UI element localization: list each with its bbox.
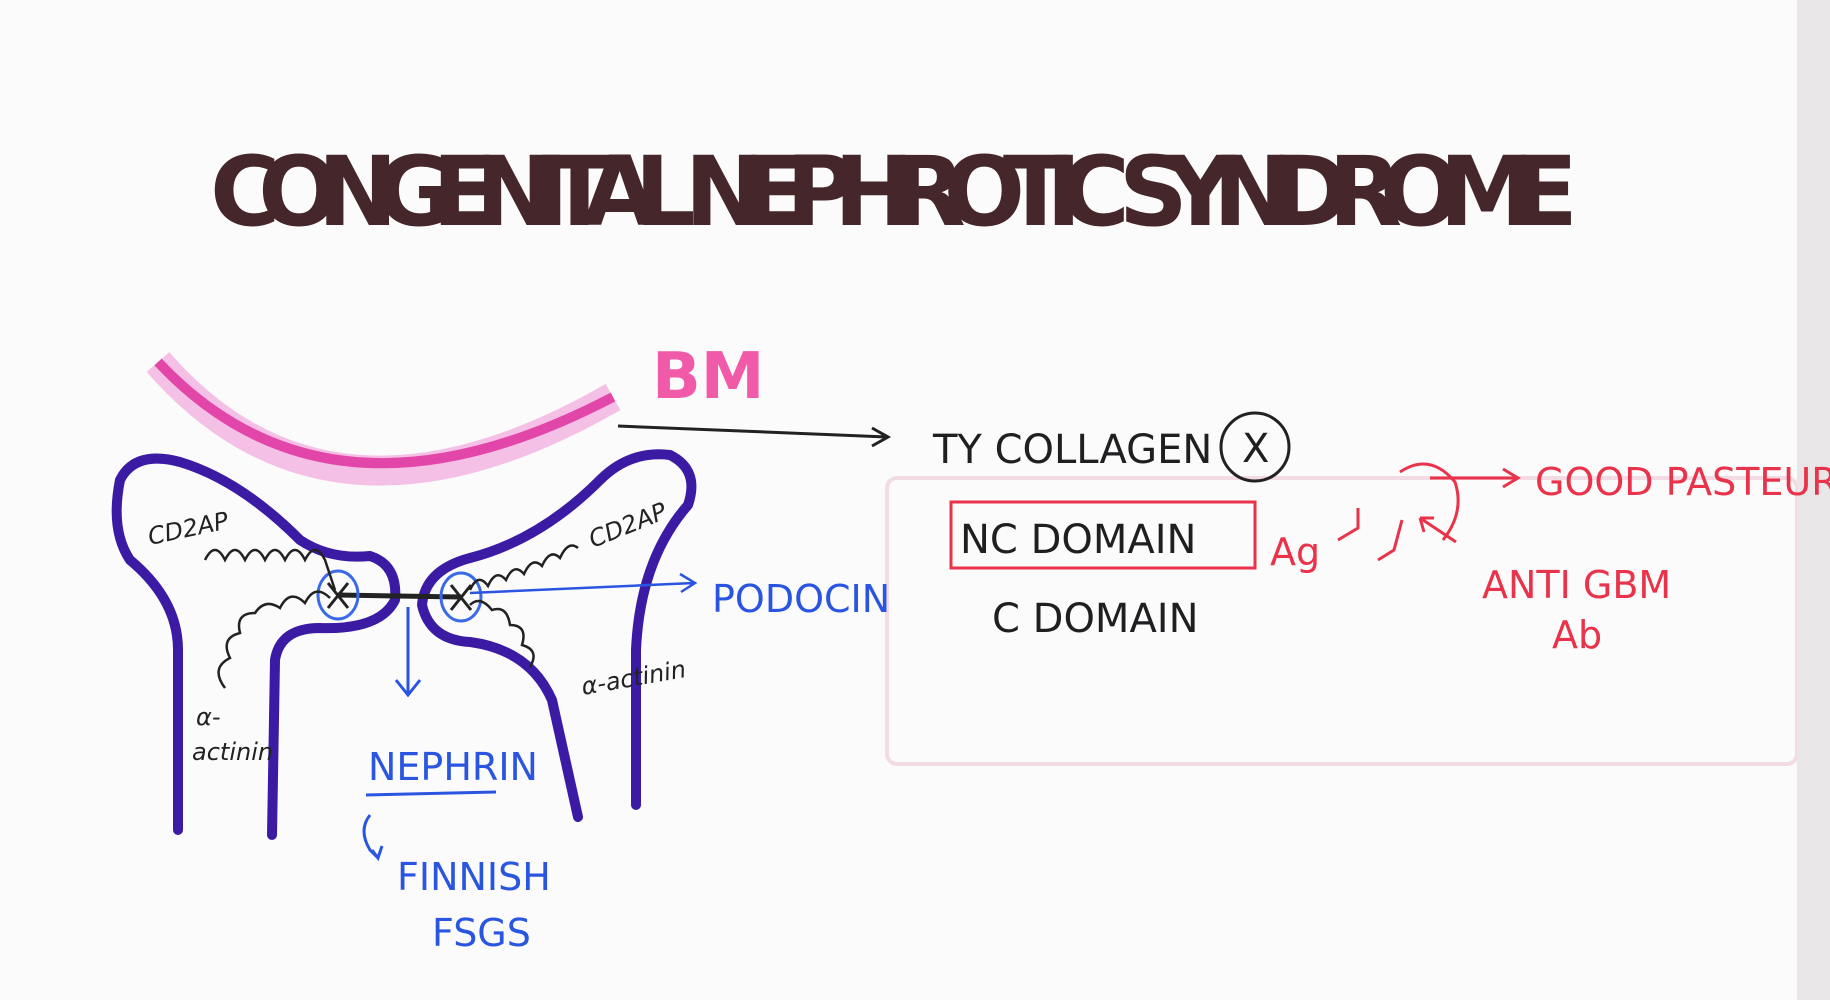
nc-domain-box [949, 500, 1257, 570]
actinin-squiggle-left [217, 590, 331, 689]
good-pasteur-label: GOOD PASTEUR [1535, 460, 1830, 504]
podocin-label: PODOCIN [712, 577, 890, 621]
podocyte-right [417, 449, 697, 822]
antibody-icon [1337, 462, 1460, 562]
actinin-label-left-1: α- [196, 703, 220, 731]
arrow-to-nephrin [394, 607, 422, 698]
podocin-circle-right [439, 571, 483, 623]
cross-marks [326, 582, 473, 611]
hook-arrow [362, 814, 384, 862]
page-title: CONGENITAL NEPHROTIC SYNDROME [210, 136, 1580, 248]
fsgs-label: FSGS [432, 911, 531, 955]
podocin-circle-left [316, 569, 360, 621]
arrow-to-podocin [469, 572, 698, 595]
page-edge [1797, 0, 1830, 1000]
finnish-label: FINNISH [397, 855, 551, 899]
cd2ap-squiggle-left [203, 548, 337, 591]
slit-diaphragm-line [337, 592, 462, 600]
arrow-antibody [1418, 516, 1457, 544]
collagen-circle-icon [1219, 411, 1291, 483]
nephrin-label: NEPHRIN [368, 745, 538, 789]
cd2ap-label-left: CD2AP [145, 506, 231, 550]
actinin-squiggle-right [469, 599, 535, 668]
ag-label: Ag [1270, 530, 1320, 574]
actinin-label-left-2: actinin [192, 738, 273, 766]
c-domain-label: C DOMAIN [992, 596, 1199, 642]
arrow-bm-to-collagen [617, 424, 892, 448]
collagen-label: TY COLLAGEN [932, 427, 1212, 473]
bm-label: BM [652, 340, 764, 414]
arrow-to-good-pasteur [1430, 467, 1521, 489]
podocyte-left [111, 453, 401, 840]
nephrin-underline [365, 790, 497, 797]
nc-domain-label: NC DOMAIN [960, 517, 1196, 563]
anti-gbm-label: ANTI GBM [1482, 563, 1671, 607]
ab-label: Ab [1552, 613, 1602, 657]
basement-membrane [154, 358, 616, 469]
collagen-symbol: X [1242, 426, 1269, 472]
cd2ap-squiggle-right [468, 544, 579, 591]
